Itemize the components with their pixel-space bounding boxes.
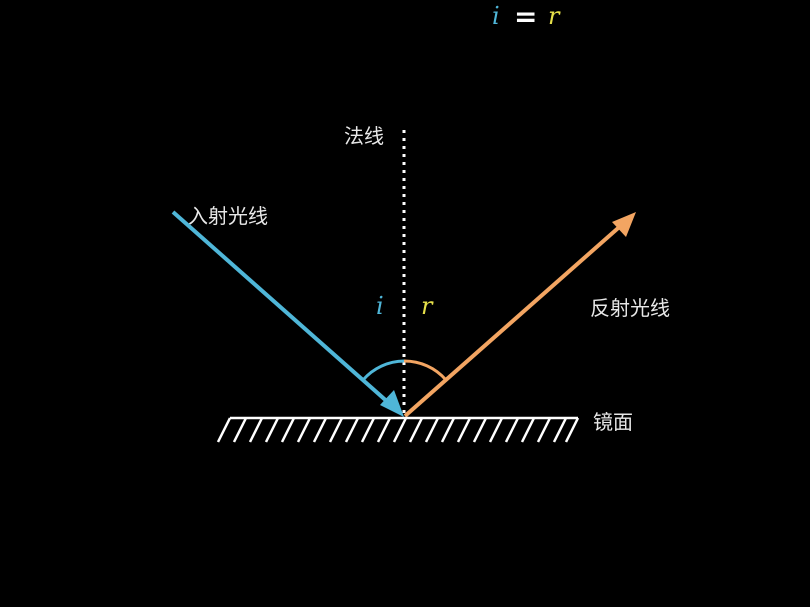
normal-label: 法线: [344, 124, 384, 148]
angle-i-label: i: [376, 292, 384, 320]
reflected-arrowhead: [612, 212, 636, 237]
incident-ray: [171, 210, 392, 406]
reflected-ray-label: 反射光线: [590, 296, 670, 320]
angle-r-label: r: [421, 292, 433, 320]
equation-i: i: [492, 2, 500, 30]
angle-i-arc: [361, 359, 405, 382]
incident-arrowhead: [380, 390, 404, 417]
equation-r: r: [548, 2, 560, 30]
angle-r-arc: [403, 359, 448, 382]
mirror-surface: [216, 416, 580, 443]
equation-equals: =: [514, 0, 538, 33]
mirror-label: 镜面: [593, 410, 633, 434]
reflected-ray: [403, 220, 627, 418]
incident-ray-label: 入射光线: [188, 204, 268, 228]
